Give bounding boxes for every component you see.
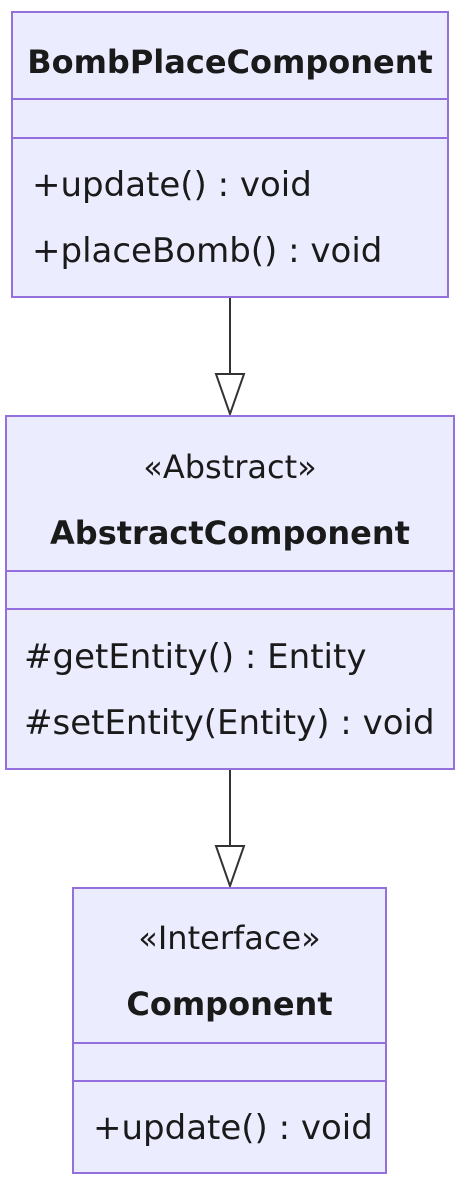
- attributes-divider: [7, 608, 453, 610]
- attributes-compartment: [7, 572, 453, 609]
- header-divider: [13, 98, 447, 100]
- header-divider: [74, 1042, 385, 1044]
- class-stereotype: «Abstract»: [143, 448, 317, 486]
- class-bombplacecomponent[interactable]: BombPlaceComponent +update() : void +pla…: [11, 11, 449, 298]
- attributes-compartment: [13, 100, 447, 137]
- header-divider: [7, 570, 453, 572]
- class-abstractcomponent[interactable]: «Abstract» AbstractComponent #getEntity(…: [5, 415, 455, 770]
- attributes-divider: [13, 137, 447, 139]
- edge-bombplace-to-abstract: [214, 297, 246, 418]
- class-name: BombPlaceComponent: [27, 43, 433, 81]
- attributes-divider: [74, 1080, 385, 1082]
- class-name: Component: [126, 985, 333, 1023]
- class-stereotype: «Interface»: [138, 919, 321, 957]
- edge-abstract-to-component: [214, 769, 246, 890]
- method-update: +update() : void: [93, 1108, 373, 1148]
- inheritance-arrowhead-icon: [214, 373, 246, 418]
- method-update: +update() : void: [32, 165, 312, 205]
- method-getentity: #getEntity() : Entity: [24, 637, 367, 677]
- method-setentity: #setEntity(Entity) : void: [24, 703, 435, 743]
- class-component[interactable]: «Interface» Component +update() : void: [72, 887, 387, 1174]
- inheritance-arrowhead-icon: [214, 845, 246, 890]
- attributes-compartment: [74, 1044, 385, 1081]
- method-placebomb: +placeBomb() : void: [32, 231, 383, 271]
- class-name: AbstractComponent: [50, 514, 410, 552]
